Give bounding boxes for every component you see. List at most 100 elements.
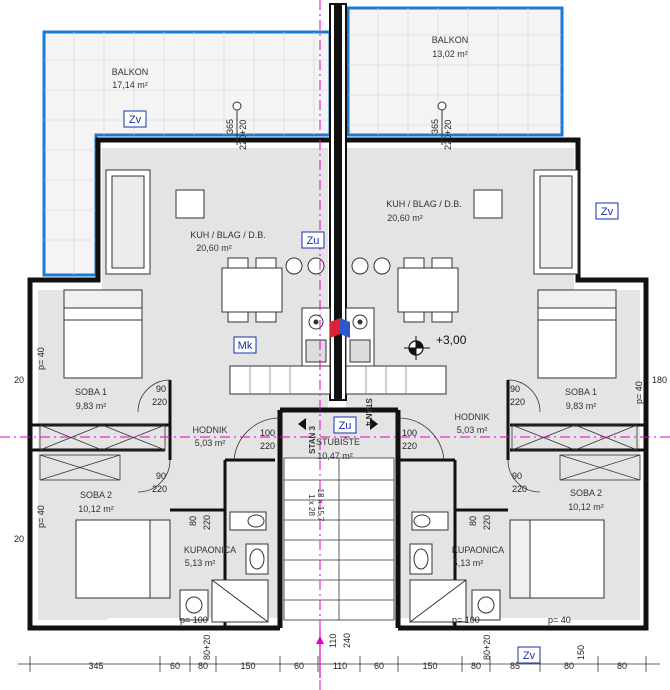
hodnik-right-name: HODNIK	[454, 412, 489, 422]
kupaonica-right-area: 5,13 m²	[453, 558, 484, 568]
tag-zv-left: Zv	[123, 110, 147, 128]
door-soba1-left-h: 220	[152, 397, 167, 407]
p100-left: p= 100	[180, 615, 208, 625]
soba1-left-name: SOBA 1	[75, 387, 107, 397]
dim-small-1: 80+20	[482, 635, 492, 660]
svg-text:Zv: Zv	[523, 650, 536, 662]
dim-11: 80	[617, 661, 627, 671]
w20-left1: 20	[14, 375, 24, 385]
stubiste-name: STUBIŠTE	[316, 437, 360, 447]
soba1-right-area: 9,83 m²	[566, 401, 597, 411]
entrance-arrow	[316, 630, 324, 678]
dim-4: 60	[294, 661, 304, 671]
elevation-marker	[404, 336, 430, 360]
central-wall	[329, 3, 347, 401]
bathroom-right-fixtures	[409, 511, 501, 623]
kuh-right-area: 20,60 m²	[387, 213, 423, 223]
soba2-left-name: SOBA 2	[80, 490, 112, 500]
sofa-left	[105, 169, 151, 275]
w20-left2: 20	[14, 534, 24, 544]
door-kup-left-w: 80	[188, 516, 198, 526]
opening-labels: 365 220+20 365 220+20 90 220 90 220 100 …	[14, 119, 667, 648]
dimension-chain: 345 60 80 150 60 110 60 150 80 85 80 80 …	[18, 635, 660, 672]
hodnik-left-area: 5,03 m²	[195, 438, 226, 448]
door-hodnik-right-w: 100	[402, 428, 417, 438]
soba1-right-name: SOBA 1	[565, 387, 597, 397]
kitchen-right	[345, 307, 447, 395]
p100-right: p= 100	[452, 615, 480, 625]
stan-labels: STAN 3 STAN 4 18 x 15,7 1 x 28	[298, 398, 378, 522]
stubiste-area: 10,47 m²	[317, 451, 353, 461]
tag-zu-kitchen: Zu	[301, 231, 325, 249]
bed-soba1-right	[537, 289, 617, 379]
p40-bottom-right: p= 40	[548, 615, 571, 625]
door-hodnik-right-h: 220	[402, 441, 417, 451]
soba1-left-area: 9,83 m²	[76, 401, 107, 411]
appliance-left	[175, 189, 205, 219]
hodnik-right-area: 5,03 m²	[457, 425, 488, 435]
entrance-w: 110	[328, 634, 338, 648]
entrance-h: 240	[342, 633, 352, 648]
balkon-right-area: 13,02 m²	[432, 49, 468, 59]
balkon-right-name: BALKON	[432, 35, 469, 45]
stan-left: STAN 3	[308, 426, 317, 454]
dim-6: 60	[374, 661, 384, 671]
balkon-left-area: 17,14 m²	[112, 80, 148, 90]
win-right-h: 220+20	[443, 120, 453, 150]
door-kup-right-h: 220	[482, 515, 492, 530]
svg-text:Zu: Zu	[339, 420, 352, 432]
kitchen-left	[229, 307, 331, 395]
door-soba2-left-h: 220	[152, 484, 167, 494]
w180-right: 180	[652, 375, 667, 385]
door-soba1-right-w: 90	[510, 384, 520, 394]
appliance-right	[473, 189, 503, 219]
p40-left-bot: p= 40	[36, 505, 46, 528]
dining-table-right	[351, 257, 459, 323]
kupaonica-left-name: KUPAONICA	[184, 545, 236, 555]
logo-mark	[330, 318, 350, 338]
win-left-h: 220+20	[238, 120, 248, 150]
door-soba1-left-w: 90	[156, 384, 166, 394]
door-kup-right-w: 80	[468, 516, 478, 526]
bed-soba1-left	[63, 289, 143, 379]
bed-soba2-right	[509, 519, 605, 599]
kuh-left-name: KUH / BLAG / D.B.	[190, 230, 266, 240]
bed-soba2-left	[75, 519, 171, 599]
door-soba2-left-w: 90	[156, 471, 166, 481]
hodnik-left-name: HODNIK	[192, 425, 227, 435]
window-marker-right	[437, 101, 447, 145]
dim-0: 345	[88, 661, 103, 671]
dim-9: 85	[510, 661, 520, 671]
dim-small-0: 80+20	[202, 635, 212, 660]
dim-7: 150	[422, 661, 437, 671]
dim-3: 150	[240, 661, 255, 671]
tag-mk: Mk	[233, 336, 257, 354]
dim-small-2: 150	[576, 645, 586, 660]
dim-1: 60	[170, 661, 180, 671]
win-left-w: 365	[225, 119, 235, 134]
p40-right-top: p= 40	[634, 381, 644, 404]
door-soba2-right-h: 220	[512, 484, 527, 494]
kupaonica-right-name: KUPAONICA	[452, 545, 504, 555]
sofa-right	[533, 169, 579, 275]
svg-text:Zu: Zu	[307, 235, 320, 247]
soba2-left-area: 10,12 m²	[78, 504, 114, 514]
tag-zu-stair: Zu	[333, 416, 357, 434]
door-swings	[137, 379, 541, 493]
tag-zv-bottom: Zv	[517, 646, 541, 664]
elevation-label: +3,00	[436, 333, 467, 347]
walls	[27, 137, 649, 631]
door-soba1-right-h: 220	[510, 397, 525, 407]
stan-right: STAN 4	[364, 398, 373, 426]
svg-text:Zv: Zv	[601, 206, 614, 218]
wardrobe-soba2-right	[559, 454, 641, 481]
dim-2: 80	[198, 661, 208, 671]
room-labels: BALKON 17,14 m² BALKON 13,02 m² KUH / BL…	[75, 35, 604, 568]
staircase	[283, 457, 395, 621]
stair-dims-2: 1 x 28	[307, 494, 316, 516]
balkon-left-name: BALKON	[112, 67, 149, 77]
dim-8: 80	[471, 661, 481, 671]
door-hodnik-left-w: 100	[260, 428, 275, 438]
